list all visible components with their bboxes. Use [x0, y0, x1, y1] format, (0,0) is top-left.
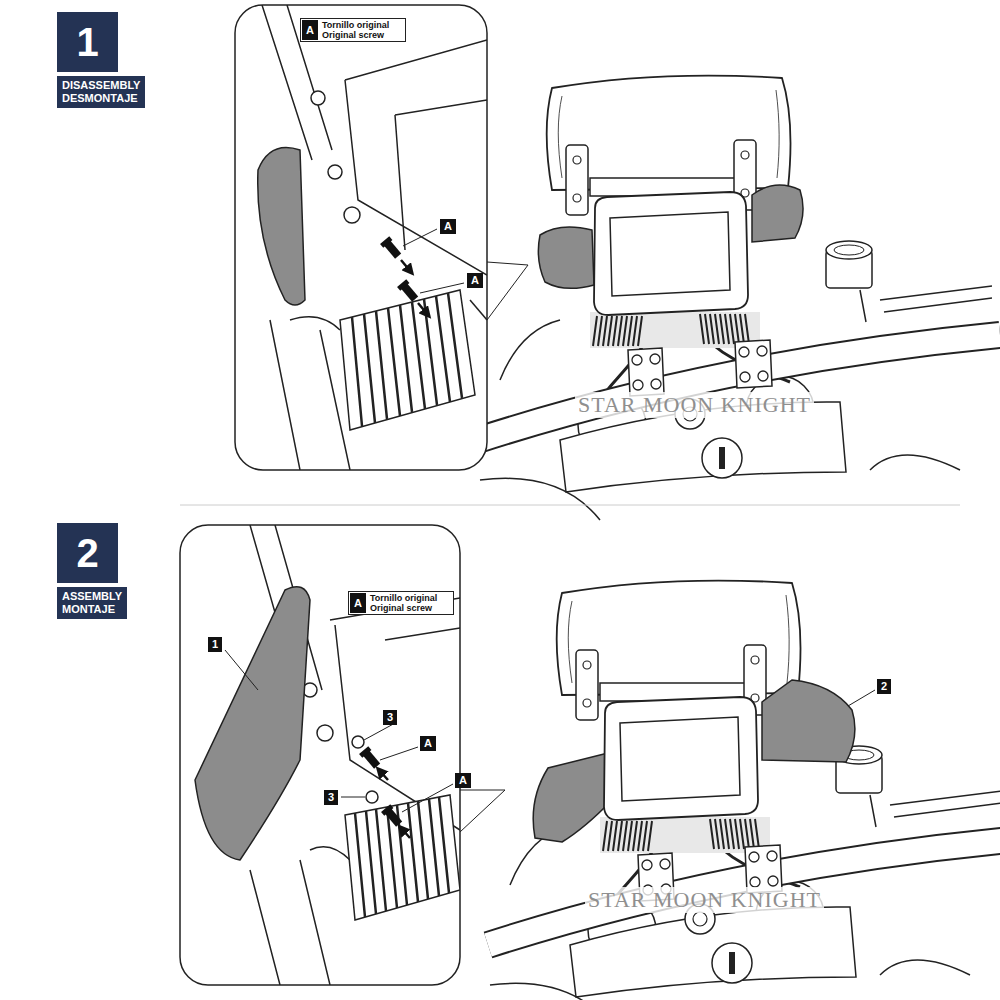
detail-inset-assembly	[303, 683, 333, 741]
detail-inset-assembly	[250, 847, 350, 985]
detail-inset-assembly	[317, 725, 333, 741]
detail-inset-disassembly	[352, 293, 462, 426]
node-text: A	[444, 220, 452, 233]
step-number: 2	[57, 523, 118, 583]
step-title: ASSEMBLY MONTAJE	[57, 587, 127, 619]
detail-inset-assembly	[381, 804, 393, 816]
node-text: 2	[881, 680, 887, 693]
direction-arrow	[418, 303, 428, 315]
node-text: 1	[212, 638, 218, 651]
callout-letter: A	[420, 736, 436, 751]
detail-inset-disassembly	[470, 300, 487, 320]
main-illustration-disassembly	[478, 76, 1000, 520]
detail-inset-assembly	[366, 791, 378, 803]
detail-inset-disassembly	[380, 236, 392, 248]
direction-arrow	[401, 260, 411, 272]
detail-inset-assembly	[195, 525, 460, 985]
node-text: A	[459, 774, 467, 787]
legend-text: Tornillo original Original screw	[318, 20, 402, 40]
callout-letter: A	[440, 219, 456, 234]
detail-inset-disassembly	[340, 290, 475, 430]
legend-letter: A	[302, 20, 318, 40]
callout-number: 2	[877, 679, 891, 694]
watermark: STAR MOON KNIGHT	[585, 887, 824, 913]
detail-inset-disassembly	[311, 91, 360, 223]
node-text: A	[424, 737, 432, 750]
node-text: A	[471, 274, 479, 287]
step-number: 1	[57, 12, 118, 72]
legend-entry: Tornillo original Original screw	[348, 591, 454, 615]
detail-inset-assembly	[180, 525, 460, 985]
wind-deflector	[195, 587, 310, 860]
node-text: 3	[387, 711, 393, 724]
leader-line	[848, 690, 875, 706]
callout-number: 3	[383, 710, 397, 725]
direction-arrow	[379, 770, 388, 780]
detail-inset-assembly	[345, 795, 460, 920]
pointer-line	[460, 790, 505, 832]
detail-inset-assembly	[180, 525, 505, 985]
direction-arrow	[401, 828, 410, 838]
pointer-line	[487, 262, 528, 320]
main-illustration-assembly	[488, 581, 1000, 1000]
legend-letter: A	[350, 593, 366, 613]
legend-entry: Tornillo original Original screw	[300, 18, 406, 42]
main-illustration-assembly	[604, 697, 758, 820]
detail-inset-disassembly	[397, 279, 420, 303]
step-title: DISASSEMBLY DESMONTAJE	[57, 76, 145, 108]
detail-inset-disassembly	[340, 290, 475, 430]
detail-inset-disassembly	[235, 5, 528, 470]
callout-number: 1	[208, 637, 222, 652]
detail-inset-assembly	[359, 746, 371, 758]
node-text: ASSEMBLY MONTAJE	[62, 590, 122, 616]
detail-inset-disassembly	[344, 207, 360, 223]
detail-inset-disassembly	[258, 5, 487, 470]
detail-inset-disassembly	[328, 165, 342, 179]
detail-inset-assembly	[381, 804, 404, 828]
detail-inset-disassembly	[235, 5, 487, 470]
detail-inset-assembly	[352, 736, 378, 803]
detail-inset-assembly	[359, 746, 382, 770]
leader-line	[225, 650, 453, 812]
node-text: 1	[76, 22, 98, 62]
node-text: DISASSEMBLY DESMONTAJE	[62, 79, 140, 105]
detail-inset-assembly	[355, 797, 449, 917]
wind-deflector	[258, 148, 305, 306]
callout-number: 3	[324, 790, 338, 805]
divider-line	[180, 505, 960, 506]
watermark: STAR MOON KNIGHT	[575, 392, 814, 418]
main-illustration-disassembly	[594, 192, 748, 315]
leader-line	[403, 229, 464, 293]
node-text: 2	[76, 533, 98, 573]
legend-text: Tornillo original Original screw	[366, 593, 450, 613]
detail-inset-disassembly	[311, 91, 325, 105]
wind-deflector	[533, 680, 855, 842]
main-illustration-disassembly	[478, 76, 1000, 520]
detail-inset-disassembly	[270, 317, 350, 470]
callout-letter: A	[467, 273, 483, 288]
callout-letter: A	[455, 773, 471, 788]
node-text: 3	[328, 791, 334, 804]
main-illustration-assembly	[488, 581, 1000, 1000]
detail-inset-assembly	[352, 736, 364, 748]
detail-inset-disassembly	[380, 236, 403, 260]
detail-inset-disassembly	[397, 279, 409, 291]
